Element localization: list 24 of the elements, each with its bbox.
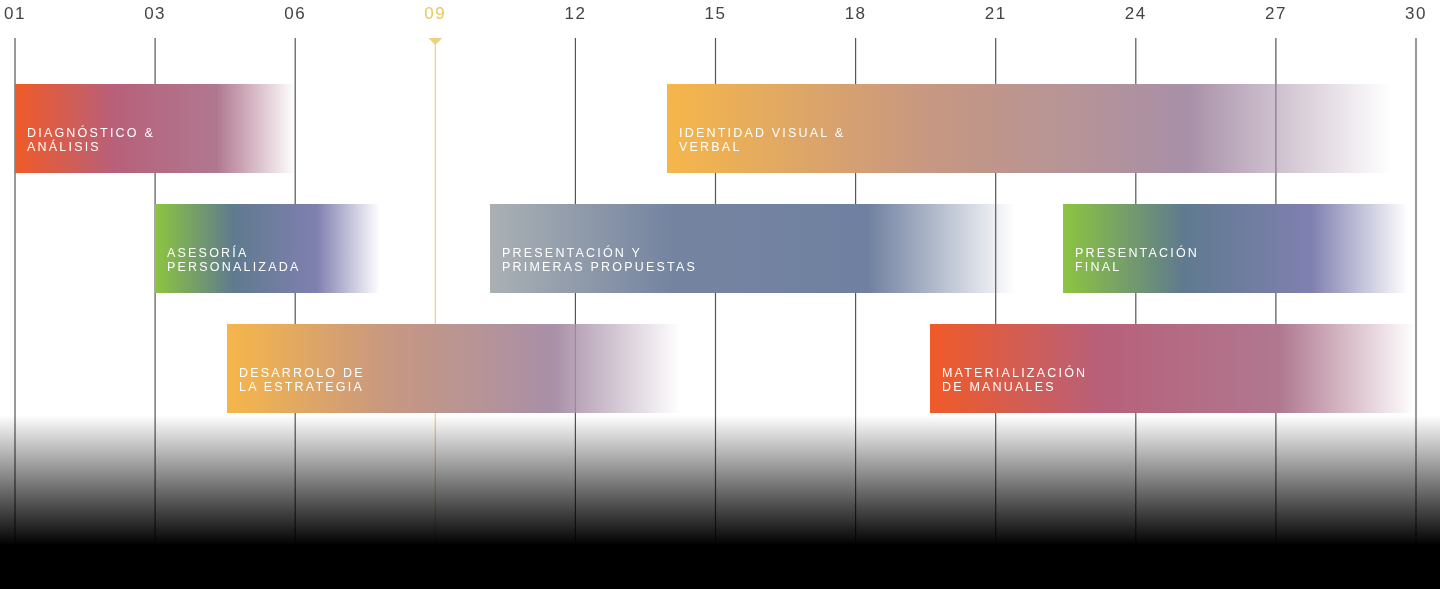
day-label: 27 xyxy=(1264,4,1287,24)
phase-label: PRESENTACIÓN Y PRIMERAS PROPUESTAS xyxy=(502,246,699,274)
day-label: 18 xyxy=(844,4,867,24)
phase-label: MATERIALIZACIÓN DE MANUALES xyxy=(942,366,1089,394)
phase-label: DESARROLO DE LA ESTRATEGIA xyxy=(239,366,366,394)
day-label: 09 xyxy=(424,4,447,24)
day-label: 06 xyxy=(284,4,307,24)
phase-bar xyxy=(227,324,680,413)
day-label: 12 xyxy=(564,4,587,24)
phase-bar xyxy=(1063,204,1408,293)
phase-bar xyxy=(15,84,295,173)
phase-bar xyxy=(930,324,1415,413)
phase-label: IDENTIDAD VISUAL & VERBAL xyxy=(679,126,847,154)
day-label: 03 xyxy=(144,4,167,24)
phase-bar xyxy=(490,204,1015,293)
phase-label: ASESORÍA PERSONALIZADA xyxy=(167,246,302,274)
day-label: 24 xyxy=(1124,4,1147,24)
day-label: 15 xyxy=(704,4,727,24)
phase-label: DIAGNÓSTICO & ANÁLISIS xyxy=(27,126,156,154)
day-label: 30 xyxy=(1405,4,1427,24)
phase-bar xyxy=(155,204,380,293)
day-label: 21 xyxy=(984,4,1007,24)
day-label: 01 xyxy=(4,4,26,24)
phase-label: PRESENTACIÓN FINAL xyxy=(1075,246,1201,274)
